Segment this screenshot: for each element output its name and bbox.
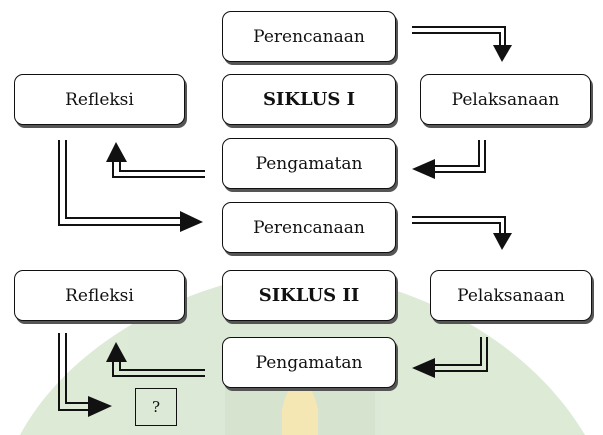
action-box-cycle1: Pelaksanaan xyxy=(420,74,591,125)
arrow-c2-plan-to-do xyxy=(412,216,506,233)
cycle-title-1: SIKLUS I xyxy=(222,74,396,125)
arrow-c2-reflect-to-next xyxy=(58,333,88,411)
next-step-box: ? xyxy=(135,388,177,426)
reflection-box-cycle2: Refleksi xyxy=(14,270,185,321)
arrow-c2-do-to-observe xyxy=(435,337,488,372)
observation-box-cycle2: Pengamatan xyxy=(222,337,396,388)
reflection-box-cycle1: Refleksi xyxy=(14,74,185,125)
arrow-c1-do-to-observe xyxy=(435,140,486,173)
planning-box-cycle2: Perencanaan xyxy=(222,202,396,253)
action-box-cycle2: Pelaksanaan xyxy=(430,270,592,321)
arrow-c1-plan-to-do xyxy=(412,26,506,45)
observation-box-cycle1: Pengamatan xyxy=(222,138,396,189)
planning-box-cycle1: Perencanaan xyxy=(222,11,396,62)
arrow-c1-observe-to-reflect xyxy=(112,162,205,178)
arrow-c1-reflect-to-plan2 xyxy=(58,140,180,226)
arrow-c2-observe-to-reflect xyxy=(112,362,205,377)
cycle-title-2: SIKLUS II xyxy=(222,270,396,321)
